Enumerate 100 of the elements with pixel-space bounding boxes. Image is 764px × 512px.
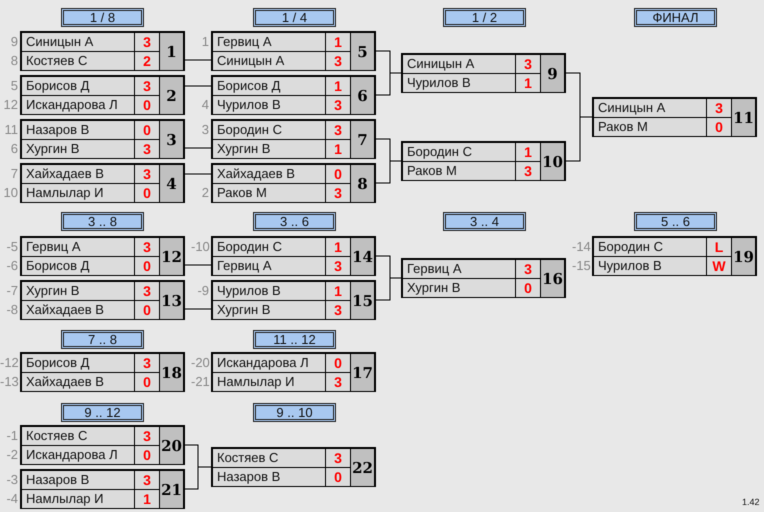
player-name: Чурилов В	[403, 74, 515, 92]
score: 3	[326, 52, 350, 70]
seed-number: 10	[2, 184, 18, 202]
round-header: 3 .. 4	[443, 212, 526, 231]
score: 3	[516, 260, 540, 278]
player-name: Синицын А	[403, 55, 515, 73]
score: 0	[135, 257, 159, 275]
score: 3	[135, 427, 159, 445]
match-box	[20, 236, 185, 276]
seed-number: -3	[5, 471, 18, 489]
score: 0	[135, 184, 159, 202]
round-header: 7 .. 8	[61, 330, 144, 349]
match-number: 5	[351, 33, 374, 70]
score: 0	[135, 373, 159, 391]
player-name: Костяев С	[213, 449, 325, 467]
bracket-line	[376, 160, 402, 184]
seed-number: 1	[200, 33, 209, 51]
seed-number: 6	[10, 140, 18, 158]
score: 3	[135, 282, 159, 300]
match-number: 1	[160, 33, 183, 70]
player-name: Чурилов В	[213, 282, 325, 300]
score: 3	[326, 301, 350, 319]
match-box	[211, 119, 376, 159]
score: 3	[135, 165, 159, 183]
score: 0	[326, 468, 350, 486]
match-number: 6	[351, 77, 374, 114]
score: 3	[135, 354, 159, 372]
player-name: Назаров В	[213, 468, 325, 486]
match-number: 8	[351, 165, 374, 202]
match-box	[211, 280, 376, 320]
player-name: Костяев С	[22, 427, 134, 445]
match-box	[20, 75, 185, 115]
player-name: Борисов Д	[22, 257, 134, 275]
match-number: 14	[351, 238, 374, 275]
player-name: Раков М	[403, 162, 515, 180]
player-name: Синицын А	[213, 52, 325, 70]
version-number: 1.42	[742, 497, 760, 507]
player-name: Синицын А	[594, 99, 706, 117]
match-number: 7	[351, 121, 374, 158]
score: 3	[326, 121, 350, 139]
seed-number: 7	[10, 165, 18, 183]
player-name: Борисов Д	[22, 77, 134, 95]
round-header: 9 .. 10	[253, 403, 336, 422]
match-number: 11	[732, 99, 755, 136]
player-name: Искандарова Л	[213, 354, 325, 372]
match-number: 12	[160, 238, 183, 275]
seed-number: -6	[5, 257, 18, 275]
match-number: 19	[732, 238, 755, 275]
score: 1	[326, 77, 350, 95]
match-number: 2	[160, 77, 183, 114]
round-header: 9 .. 12	[61, 403, 144, 422]
seed-number: 8	[10, 52, 18, 70]
match-number: 18	[160, 354, 183, 391]
match-box	[401, 53, 566, 93]
seed-number: -15	[572, 257, 590, 275]
score: 1	[135, 490, 159, 508]
player-name: Гервиц А	[22, 238, 134, 256]
seed-number: -14	[572, 238, 590, 256]
score: 3	[135, 77, 159, 95]
match-box	[20, 163, 185, 203]
match-number: 15	[351, 282, 374, 319]
player-name: Чурилов В	[213, 96, 325, 114]
match-box	[20, 31, 185, 71]
player-name: Синицын А	[22, 33, 134, 51]
player-name: Бородин С	[403, 143, 515, 161]
match-box	[20, 119, 185, 159]
score: 3	[326, 449, 350, 467]
match-number: 9	[541, 55, 564, 92]
player-name: Хайхадаев В	[22, 373, 134, 391]
score: 1	[326, 140, 350, 158]
match-box	[20, 469, 185, 509]
player-name: Раков М	[213, 184, 325, 202]
player-name: Назаров В	[22, 121, 134, 139]
round-header: 5 .. 6	[634, 212, 717, 231]
player-name: Бородин С	[213, 238, 325, 256]
round-header: ФИНАЛ	[634, 8, 717, 27]
seed-number: 11	[4, 121, 18, 139]
player-name: Борисов Д	[22, 354, 134, 372]
match-number: 13	[160, 282, 183, 319]
score: 3	[516, 162, 540, 180]
bracket-line	[566, 116, 592, 162]
seed-number: -12	[0, 354, 18, 372]
score: 0	[707, 118, 731, 136]
score: 3	[326, 257, 350, 275]
score: 1	[326, 282, 350, 300]
score: L	[707, 238, 731, 256]
bracket-line	[184, 308, 212, 310]
score: 1	[326, 33, 350, 51]
bracket-line	[376, 72, 402, 96]
score: 3	[707, 99, 731, 117]
match-box	[20, 280, 185, 320]
score: 0	[326, 165, 350, 183]
score: 3	[135, 140, 159, 158]
match-number: 21	[160, 471, 183, 508]
player-name: Костяев С	[22, 52, 134, 70]
seed-number: 2	[200, 184, 209, 202]
bracket-line	[184, 466, 212, 490]
seed-number: -21	[191, 373, 209, 391]
player-name: Гервиц А	[213, 33, 325, 51]
score: 3	[326, 373, 350, 391]
